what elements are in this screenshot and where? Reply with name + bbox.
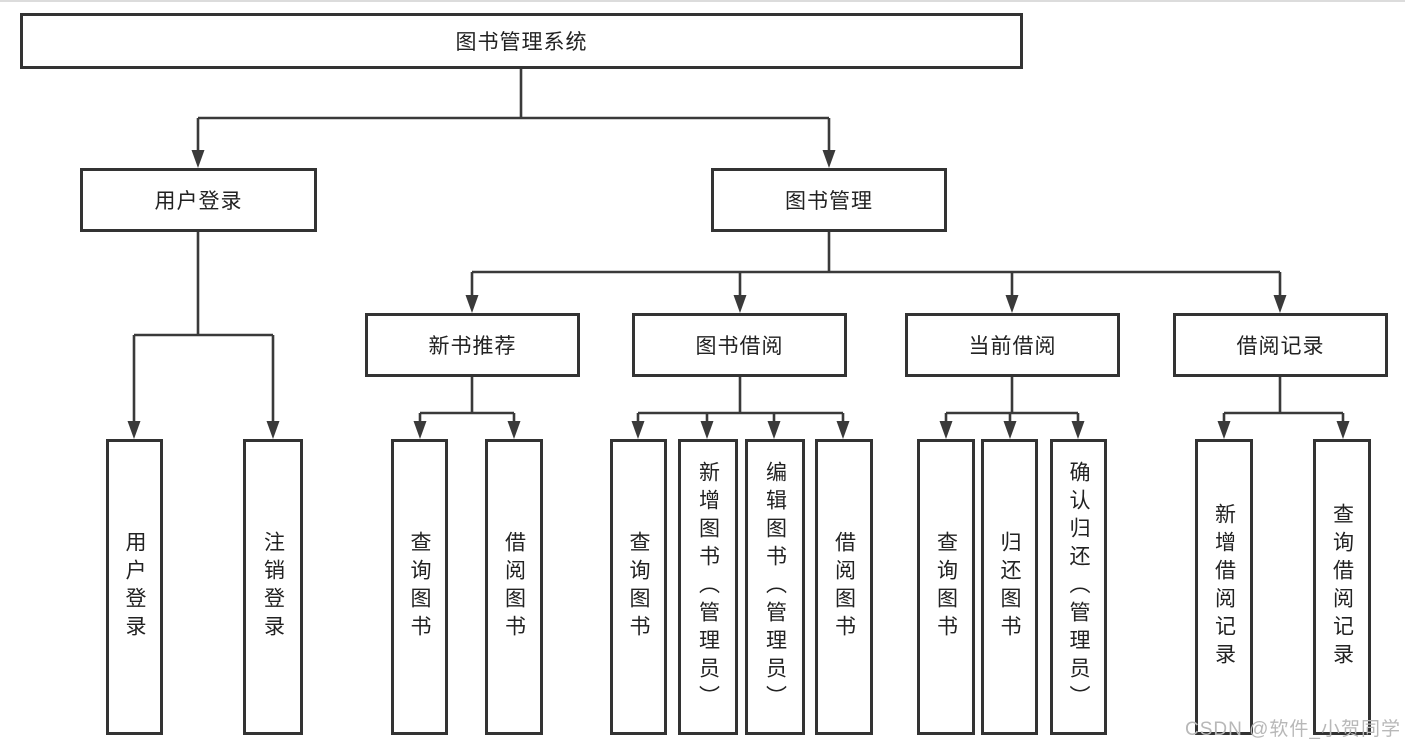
node-current-borrowing: 当前借阅 [905,313,1120,377]
leaf-query-borrow-record: 查询借阅记录 [1313,439,1371,735]
arrowheads [127,150,1350,439]
node-label: 图书管理系统 [455,31,588,54]
node-book-borrowing: 图书借阅 [632,313,847,377]
node-label: 用户登录 [154,190,243,213]
leaf-borrow-books-borrowing: 借阅图书 [815,439,873,735]
arrowhead-icon [836,421,850,439]
leaf-add-book-admin: 新增图书（管理员） [678,439,738,735]
node-label: 查询图书 [627,531,650,643]
arrowhead-icon [1005,295,1019,313]
arrowhead-icon [1273,295,1287,313]
node-label: 查询图书 [408,531,431,643]
node-book-management: 图书管理 [711,168,947,232]
node-label: 当前借阅 [968,335,1057,358]
arrowhead-icon [413,421,427,439]
node-borrowing-records: 借阅记录 [1173,313,1388,377]
arrowhead-icon [127,421,141,439]
node-label: 查询图书 [934,531,958,643]
node-label: 借阅记录 [1236,335,1325,358]
leaf-query-books-current: 查询图书 [917,439,975,735]
leaf-borrow-books-recommend: 借阅图书 [485,439,543,735]
leaf-return-book: 归还图书 [981,439,1038,735]
arrowhead-icon [631,421,645,439]
arrowhead-icon [733,295,747,313]
arrowhead-icon [939,421,953,439]
node-label: 编辑图书（管理员） [763,461,787,713]
node-label: 新书推荐 [428,335,517,358]
arrowhead-icon [191,150,205,168]
node-user-login: 用户登录 [80,168,317,232]
leaf-logout: 注销登录 [243,439,303,735]
screenshot-top-edge [0,0,1405,2]
arrowhead-icon [507,421,521,439]
arrowhead-icon [700,421,714,439]
leaf-user-login: 用户登录 [106,439,163,735]
arrowhead-icon [1336,421,1350,439]
node-label: 新增图书（管理员） [696,461,720,713]
node-label: 用户登录 [123,531,146,643]
leaf-add-borrow-record: 新增借阅记录 [1195,439,1253,735]
leaf-query-books-borrowing: 查询图书 [610,439,667,735]
arrowhead-icon [1003,421,1017,439]
node-label: 图书管理 [785,190,873,213]
node-label: 查询借阅记录 [1330,503,1354,671]
leaf-query-books-recommend: 查询图书 [391,439,448,735]
watermark: CSDN @软件_小贺同学 [1185,719,1401,740]
leaf-edit-book-admin: 编辑图书（管理员） [745,439,805,735]
node-label: 确认归还（管理员） [1067,461,1090,713]
node-label: 新增借阅记录 [1212,503,1236,671]
node-new-book-recommendation: 新书推荐 [365,313,580,377]
arrowhead-icon [1071,421,1085,439]
tree-edges [132,69,1345,423]
node-label: 借阅图书 [502,531,526,643]
node-label: 借阅图书 [832,531,856,643]
arrowhead-icon [822,150,836,168]
node-label: 归还图书 [998,531,1021,643]
arrowhead-icon [266,421,280,439]
arrowhead-icon [767,421,781,439]
node-label: 图书借阅 [695,335,784,358]
arrowhead-icon [1217,421,1231,439]
node-label: 注销登录 [261,531,285,643]
node-library-management-system: 图书管理系统 [20,13,1023,69]
arrowhead-icon [465,295,479,313]
leaf-confirm-return-admin: 确认归还（管理员） [1050,439,1107,735]
